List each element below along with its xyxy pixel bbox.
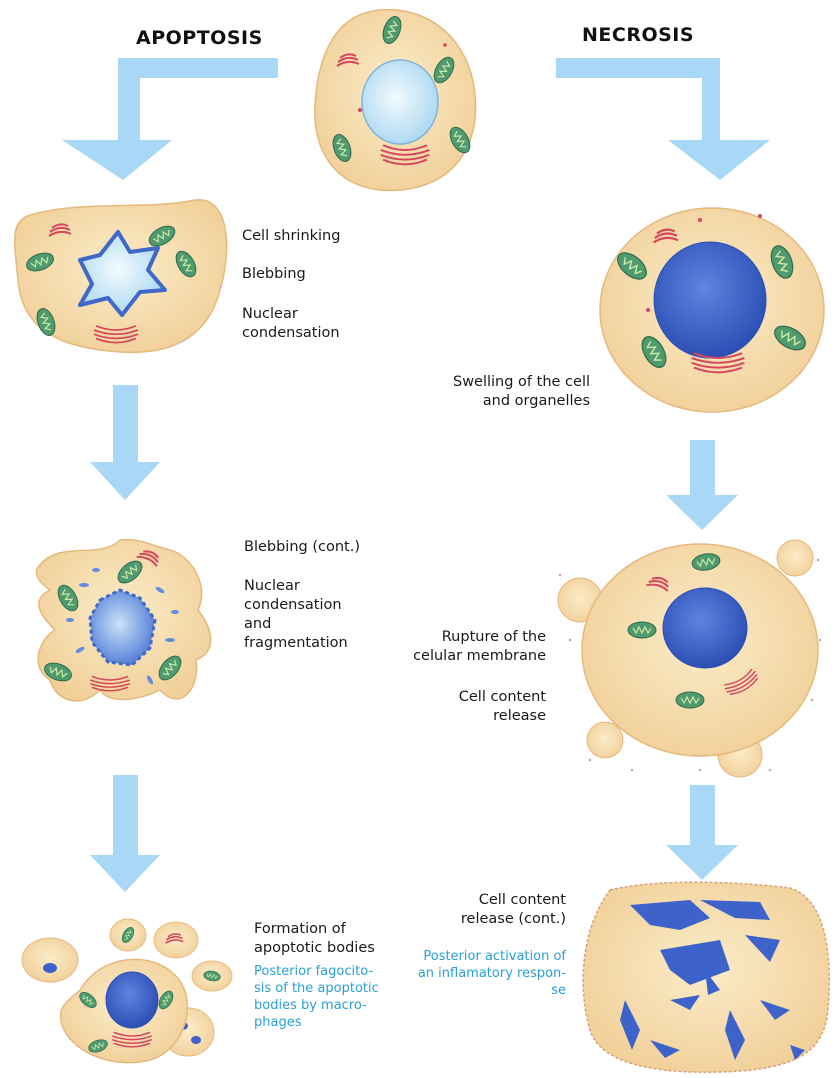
apoptosis-arrow-3 <box>90 775 160 892</box>
necrosis-arrow-3 <box>666 785 738 880</box>
apoptosis-cell-fragmentation <box>36 540 210 701</box>
label-rupture-membrane: Rupture of the celular membrane <box>400 628 546 666</box>
necrosis-heading: NECROSIS <box>582 24 694 46</box>
label-nuclear-fragmentation: Nuclear condensation and fragmentation <box>244 577 348 653</box>
label-cell-shrinking: Cell shrinking <box>242 227 340 246</box>
note-inflammatory-response: Posterior activation of an inflamatory r… <box>380 948 566 999</box>
label-formation-apoptotic-bodies: Formation of apoptotic bodies <box>254 920 375 958</box>
arrow-to-apoptosis <box>62 58 278 180</box>
apoptosis-arrow-2 <box>90 385 160 500</box>
apoptosis-heading: APOPTOSIS <box>136 27 263 49</box>
label-cell-content-release-cont: Cell content release (cont.) <box>400 891 566 929</box>
label-cell-content-release: Cell content release <box>400 688 546 726</box>
apoptosis-cell-shrinking <box>15 200 227 353</box>
necrosis-cell-content-release <box>583 882 829 1072</box>
label-swelling: Swelling of the cell and organelles <box>400 373 590 411</box>
label-blebbing: Blebbing <box>242 265 306 284</box>
necrosis-cell-rupture <box>558 540 821 777</box>
arrow-to-necrosis <box>556 58 770 180</box>
necrosis-arrow-2 <box>666 440 738 530</box>
label-blebbing-cont: Blebbing (cont.) <box>244 538 360 557</box>
apoptosis-apoptotic-bodies <box>22 919 232 1063</box>
necrosis-cell-swelling <box>600 208 824 412</box>
note-posterior-fagocytosis: Posterior fagocito- sis of the apoptotic… <box>254 963 379 1031</box>
label-nuclear-condensation: Nuclear condensation <box>242 305 340 343</box>
normal-cell <box>315 10 476 191</box>
